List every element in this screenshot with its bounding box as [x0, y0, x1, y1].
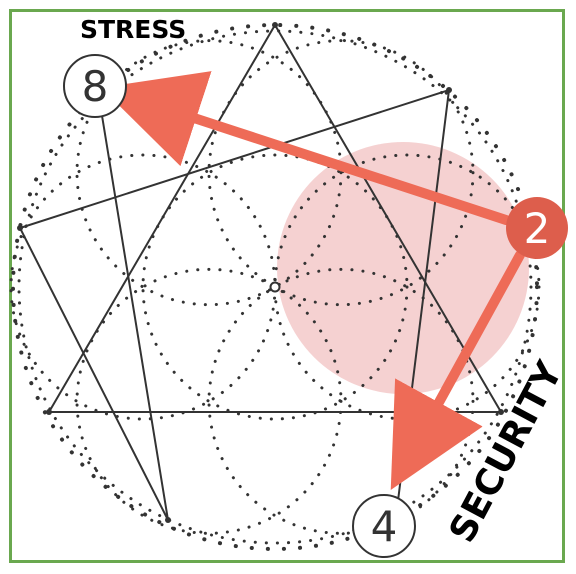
- stress-arrow: [100, 71, 511, 225]
- flower-ring: [75, 39, 343, 307]
- security-label: SECURITY: [442, 354, 572, 549]
- flower-ring-center: [141, 153, 409, 421]
- node-2-label: 2: [524, 204, 551, 253]
- flower-ring-outer: [17, 29, 533, 545]
- node-8-label: 8: [82, 62, 109, 111]
- point-top-right: [446, 87, 452, 93]
- node-4-label: 4: [371, 502, 398, 551]
- point-left: [17, 225, 23, 231]
- point-bottom: [165, 517, 171, 523]
- point-bottom-right: [498, 409, 504, 415]
- flower-ring: [207, 39, 475, 307]
- triangle: [47, 23, 503, 413]
- center-point: [269, 281, 281, 293]
- node-8: 8: [63, 54, 127, 118]
- stress-label: STRESS: [80, 15, 186, 44]
- point-bottom-left: [46, 409, 52, 415]
- outer-dotted-circle: [11, 23, 539, 551]
- node-2: 2: [506, 197, 568, 259]
- highlight-circle: [277, 142, 529, 394]
- flower-ring: [75, 267, 343, 535]
- point-top: [272, 22, 278, 28]
- node-4: 4: [352, 494, 416, 558]
- security-arrow: [390, 250, 525, 491]
